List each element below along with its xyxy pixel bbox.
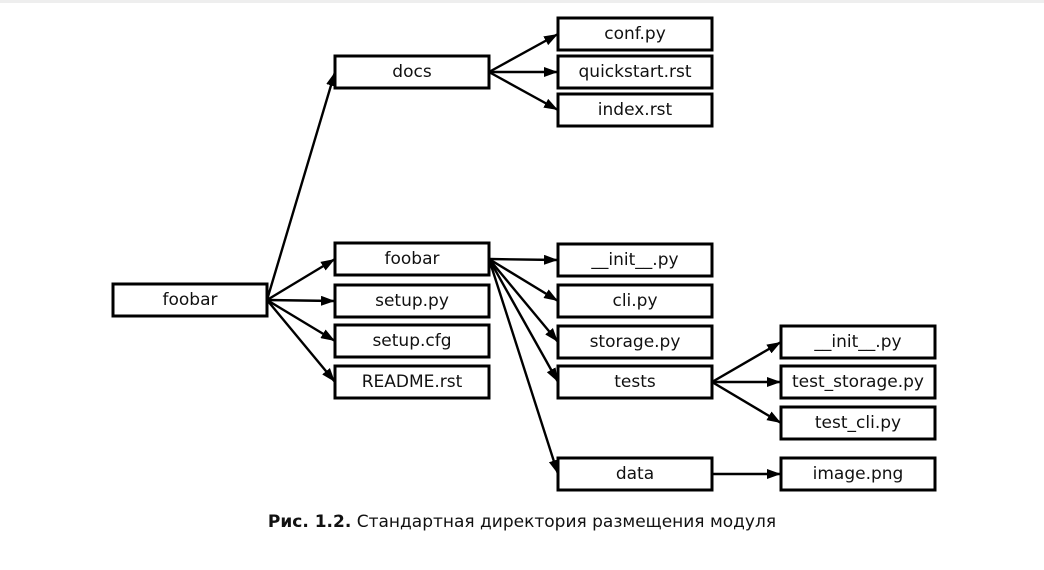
node-cli: cli.py <box>556 283 714 319</box>
node-docs: docs <box>333 54 491 90</box>
edge-tests-to-tests-init <box>711 340 782 384</box>
node-setup-py: setup.py <box>333 283 491 319</box>
edge-pkg-to-tests <box>487 258 560 383</box>
node-box <box>333 283 491 319</box>
node-tests: tests <box>556 364 714 400</box>
node-label: quickstart.rst <box>579 62 692 82</box>
node-label: data <box>616 464 654 484</box>
node-label: test_storage.py <box>792 372 924 392</box>
edge-pkg-to-cli <box>488 257 559 303</box>
node-label: conf.py <box>604 24 666 44</box>
node-label: setup.cfg <box>372 331 451 351</box>
edges-layer <box>265 32 782 479</box>
scan-top-band <box>0 0 1044 3</box>
node-label: setup.py <box>375 291 449 311</box>
node-box <box>779 324 937 360</box>
node-tests-init: __init__.py <box>779 324 937 360</box>
node-label: __init__.py <box>813 332 901 352</box>
node-label: docs <box>392 62 432 82</box>
node-readme: README.rst <box>333 364 491 400</box>
node-box <box>556 16 714 52</box>
edge-root-to-setup-cfg <box>266 298 336 343</box>
node-pkg-init: __init__.py <box>556 242 714 278</box>
node-label: test_cli.py <box>815 413 901 433</box>
node-label: cli.py <box>612 291 657 311</box>
edge-root-to-readme <box>266 299 336 383</box>
node-box <box>333 364 491 400</box>
node-box <box>556 242 714 278</box>
node-label: foobar <box>163 290 218 310</box>
node-label: foobar <box>385 249 440 269</box>
node-box <box>556 92 714 128</box>
edge-pkg-to-pkg-init <box>488 254 559 265</box>
node-test-cli: test_cli.py <box>779 405 937 441</box>
node-conf: conf.py <box>556 16 714 52</box>
edge-pkg-to-storage <box>488 258 559 343</box>
node-box <box>556 456 714 492</box>
node-box <box>556 283 714 319</box>
node-image: image.png <box>779 456 937 492</box>
node-box <box>556 364 714 400</box>
node-setup-cfg: setup.cfg <box>333 323 491 359</box>
node-box <box>779 364 937 400</box>
node-box <box>556 324 714 360</box>
node-label: storage.py <box>590 332 681 352</box>
edge-root-to-setup-py <box>266 295 336 306</box>
node-label: image.png <box>813 464 904 484</box>
caption-figure-number: Рис. 1.2. <box>267 512 352 532</box>
node-root: foobar <box>111 282 269 318</box>
node-storage: storage.py <box>556 324 714 360</box>
node-label: __init__.py <box>590 250 678 270</box>
nodes-layer: foobar docs foobar setup.py setup.cfgREADME.… <box>111 16 937 492</box>
node-box <box>333 54 491 90</box>
node-box <box>111 282 269 318</box>
edge-root-to-pkg <box>266 257 336 302</box>
node-box <box>779 405 937 441</box>
node-label: tests <box>614 372 656 392</box>
edge-docs-to-conf <box>488 32 559 74</box>
node-index: index.rst <box>556 92 714 128</box>
node-box <box>333 323 491 359</box>
node-box <box>779 456 937 492</box>
edge-tests-to-test-cli <box>711 380 782 425</box>
figure-caption: Рис. 1.2. Стандартная директория размеще… <box>0 512 1044 532</box>
node-label: index.rst <box>598 100 673 120</box>
edge-root-to-docs <box>265 71 337 301</box>
node-label: README.rst <box>362 372 463 392</box>
node-test-storage: test_storage.py <box>779 364 937 400</box>
node-box <box>556 54 714 90</box>
node-pkg: foobar <box>333 241 491 277</box>
node-quickstart: quickstart.rst <box>556 54 714 90</box>
node-data: data <box>556 456 714 492</box>
edge-docs-to-index <box>488 70 559 112</box>
node-box <box>333 241 491 277</box>
caption-text: Стандартная директория размещения модуля <box>356 512 777 532</box>
edge-pkg-to-data <box>487 258 560 475</box>
